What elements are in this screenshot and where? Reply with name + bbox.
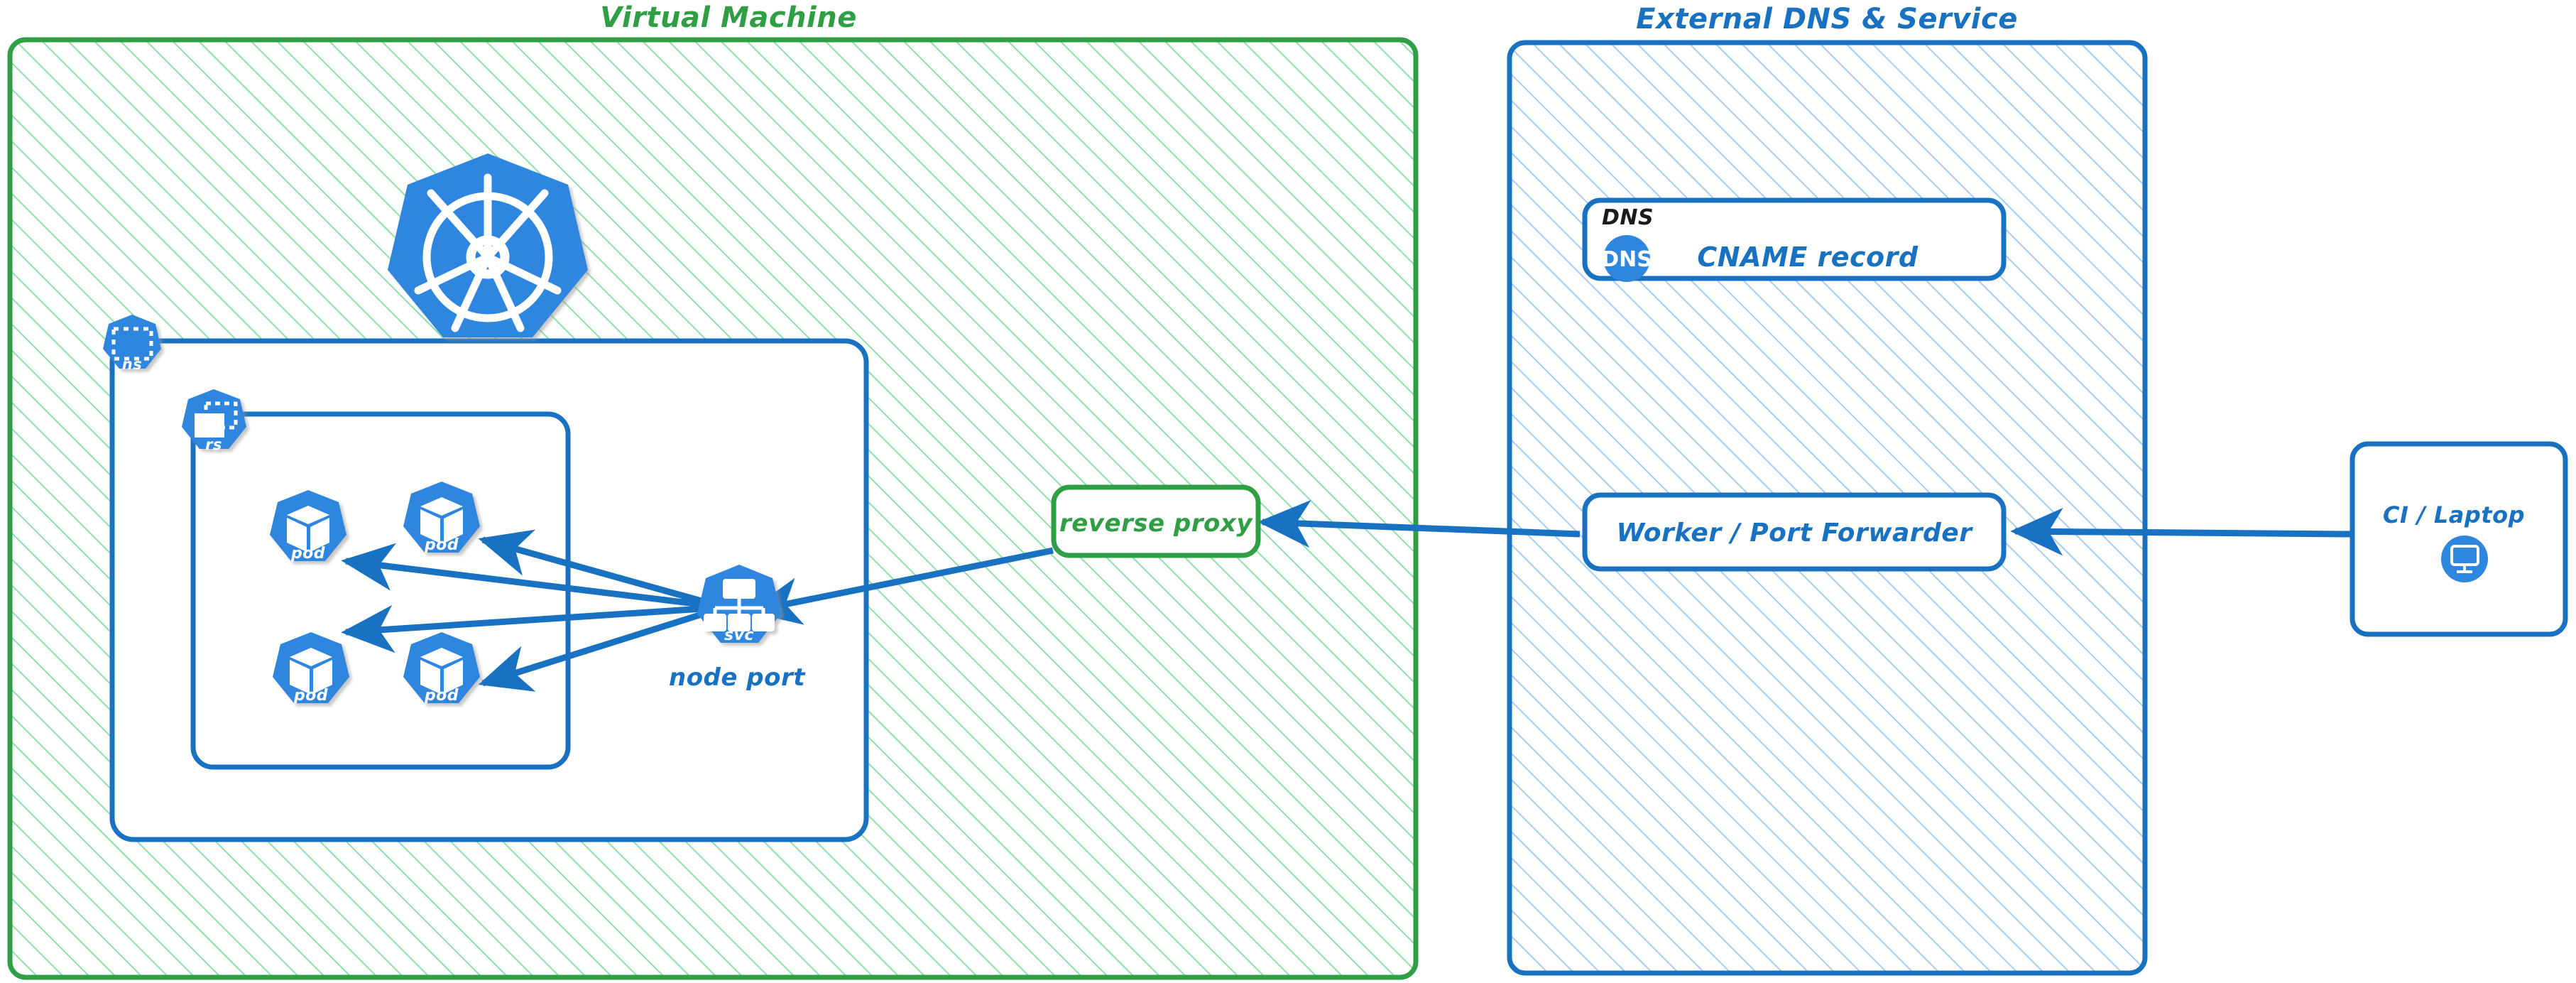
pod-4: pod (403, 632, 480, 705)
pod-3: pod (273, 632, 349, 705)
service-nodeport: svc (697, 565, 781, 644)
dns-record-box[interactable] (1582, 197, 2007, 281)
service-icon-label: svc (724, 626, 754, 644)
dns-badge-label: DNS (1601, 247, 1652, 272)
edge-svc-to-pod-2 (478, 529, 726, 611)
reverse-proxy-box[interactable] (1051, 484, 1261, 558)
external-zone-label: External DNS & Service (1636, 3, 2018, 36)
cname-record-label: CNAME record (1697, 241, 1918, 273)
pod-1-label: pod (290, 545, 325, 563)
dns-corner-label: DNS (1602, 205, 1654, 230)
edge-svc-to-pod-1 (341, 543, 725, 611)
replicaset-icon-label: rs (205, 436, 222, 453)
client-node[interactable]: CI / Laptop (2349, 441, 2568, 637)
edge-svc-to-pod-3 (341, 604, 725, 653)
reverse-proxy-node[interactable]: reverse proxy (1051, 484, 1261, 558)
worker-box[interactable] (1582, 492, 2007, 572)
reverse-proxy-label: reverse proxy (1059, 509, 1253, 538)
service-tree-icon (704, 579, 775, 631)
zone-external-dns-service: External DNS & Service (1507, 3, 2148, 976)
monitor-icon (2441, 536, 2488, 582)
node-port-caption: node port (669, 663, 806, 692)
pod-4-label: pod (424, 687, 459, 705)
virtual-machine-label: Virtual Machine (600, 1, 857, 34)
edge-worker-to-reverse-proxy (1257, 499, 1581, 548)
pod-cube-icon (287, 506, 329, 552)
edge-client-to-worker (2010, 507, 2351, 556)
pod-1: pod (270, 490, 346, 563)
namespace-icon-label: ns (122, 356, 142, 373)
edges-service-to-pods (341, 529, 726, 692)
pod-2: pod (403, 482, 480, 554)
edge-svc-to-pod-4 (478, 604, 726, 692)
worker-label: Worker / Port Forwarder (1617, 518, 1974, 548)
pod-cube-icon (290, 648, 332, 694)
pod-2-label: pod (424, 536, 459, 554)
replicaset-icon: rs (182, 389, 246, 453)
dns-record-node[interactable]: DNS DNS CNAME record (1582, 197, 2007, 282)
replicaset-box (190, 411, 571, 770)
pod-3-label: pod (293, 687, 328, 705)
worker-node[interactable]: Worker / Port Forwarder (1582, 492, 2007, 572)
pod-cube-icon (420, 497, 463, 543)
pod-cube-icon (420, 648, 463, 694)
edge-reverse-proxy-to-svc (748, 547, 1054, 625)
dns-badge-icon (1603, 235, 1650, 282)
namespace-icon: ns (103, 315, 161, 373)
kubernetes-logo (388, 153, 588, 337)
client-label: CI / Laptop (2383, 501, 2525, 528)
